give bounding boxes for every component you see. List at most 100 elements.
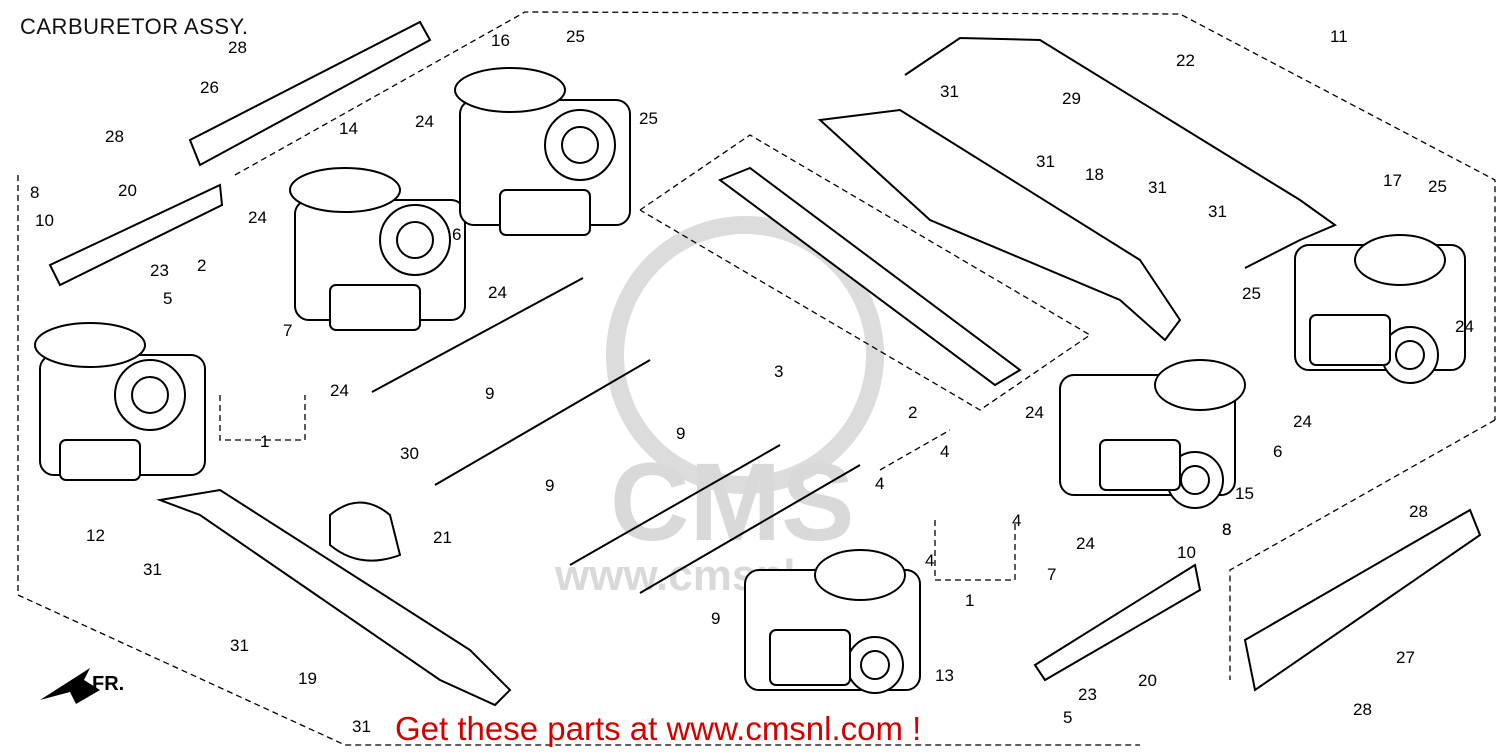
callout-1: 1	[260, 432, 269, 451]
callout-9: 9	[711, 609, 720, 628]
front-arrow-icon	[40, 668, 100, 704]
frame-rail-box	[639, 134, 1092, 411]
callout-18: 18	[1085, 165, 1104, 184]
callout-19: 19	[298, 669, 317, 688]
callout-24: 24	[1455, 317, 1474, 336]
shaft-9c	[569, 444, 781, 566]
callout-23: 23	[150, 261, 169, 280]
callout-31: 31	[143, 560, 162, 579]
callout-7: 7	[283, 321, 292, 340]
carburetor-15	[1059, 359, 1246, 509]
callout-9: 9	[485, 384, 494, 403]
callout-2: 2	[908, 403, 917, 422]
callout-31: 31	[352, 717, 371, 736]
callout-4: 4	[1012, 511, 1021, 530]
callout-4: 4	[940, 442, 949, 461]
cover-26	[188, 20, 432, 167]
callout-31: 31	[1208, 202, 1227, 221]
frame-link-1	[219, 395, 306, 441]
carburetor-14	[289, 167, 466, 331]
callout-22: 22	[1176, 51, 1195, 70]
frame-link-3	[879, 429, 951, 471]
callout-14: 14	[339, 119, 358, 138]
callout-1: 1	[965, 591, 974, 610]
frame-right-bottom	[1229, 419, 1496, 680]
callout-20: 20	[118, 181, 137, 200]
callout-24: 24	[1293, 412, 1312, 431]
callout-29: 29	[1062, 89, 1081, 108]
callout-5: 5	[1063, 708, 1072, 727]
carburetor-17	[1294, 234, 1466, 384]
callout-28: 28	[1409, 502, 1428, 521]
frame-left	[17, 175, 1140, 746]
carburetor-12	[34, 322, 206, 481]
front-direction-label: FR.	[92, 673, 124, 695]
callout-15: 15	[1235, 484, 1254, 503]
bracket-20-left	[48, 183, 224, 287]
fr-indicator: FR.	[40, 668, 124, 704]
callout-24: 24	[248, 208, 267, 227]
brackets-and-rails	[48, 20, 1482, 707]
callout-25: 25	[1428, 177, 1447, 196]
cover-27	[1243, 508, 1482, 692]
watermark-logo: CMS	[610, 441, 854, 564]
callout-20: 20	[1138, 671, 1157, 690]
callout-25: 25	[639, 109, 658, 128]
callout-4: 4	[925, 551, 934, 570]
bracket-21	[329, 501, 402, 562]
callout-31: 31	[940, 82, 959, 101]
callout-13: 13	[935, 666, 954, 685]
callout-8: 8	[30, 183, 39, 202]
callout-6: 6	[1273, 442, 1282, 461]
frame-outlines	[17, 11, 1496, 746]
watermark-emblem	[606, 216, 884, 494]
callout-10: 10	[35, 211, 54, 230]
stay-19	[156, 488, 512, 707]
shaft-9b	[434, 359, 651, 486]
shaft-9a	[371, 277, 584, 393]
callout-31: 31	[1148, 178, 1167, 197]
callout-9: 9	[545, 476, 554, 495]
stay-18	[817, 108, 1182, 342]
bracket-20-right	[1033, 563, 1202, 682]
callout-4: 4	[875, 474, 884, 493]
carburetor-13	[744, 549, 921, 694]
frame-link-2	[934, 520, 1016, 581]
callout-3: 3	[774, 362, 783, 381]
callout-9: 9	[676, 424, 685, 443]
callout-24: 24	[1076, 534, 1095, 553]
callout-23: 23	[1078, 685, 1097, 704]
callout-8: 8	[1222, 520, 1231, 539]
callout-21: 21	[433, 528, 452, 547]
carburetor-16	[454, 67, 631, 236]
callout-6: 6	[452, 225, 461, 244]
callout-28: 28	[105, 127, 124, 146]
callout-24: 24	[415, 112, 434, 131]
callout-26: 26	[200, 78, 219, 97]
callout-8: 8	[1222, 520, 1231, 539]
callout-24: 24	[1025, 403, 1044, 422]
callout-28: 28	[228, 38, 247, 57]
callout-5: 5	[163, 289, 172, 308]
callout-30: 30	[400, 444, 419, 463]
callout-10: 10	[1177, 543, 1196, 562]
shaft-9d	[639, 464, 861, 594]
callout-24: 24	[488, 283, 507, 302]
callout-16: 16	[491, 31, 510, 50]
plate-3	[717, 166, 1022, 387]
callout-12: 12	[86, 526, 105, 545]
frame-top	[234, 11, 1496, 420]
callout-25: 25	[566, 27, 585, 46]
footer-link[interactable]: Get these parts at www.cmsnl.com !	[395, 710, 922, 747]
callout-27: 27	[1396, 648, 1415, 667]
callout-7: 7	[1047, 565, 1056, 584]
page-title: CARBURETOR ASSY.	[20, 14, 249, 39]
callout-31: 31	[230, 636, 249, 655]
callout-25: 25	[1242, 284, 1261, 303]
callout-17: 17	[1383, 171, 1402, 190]
callout-24: 24	[330, 381, 349, 400]
callout-11: 11	[1330, 27, 1348, 46]
